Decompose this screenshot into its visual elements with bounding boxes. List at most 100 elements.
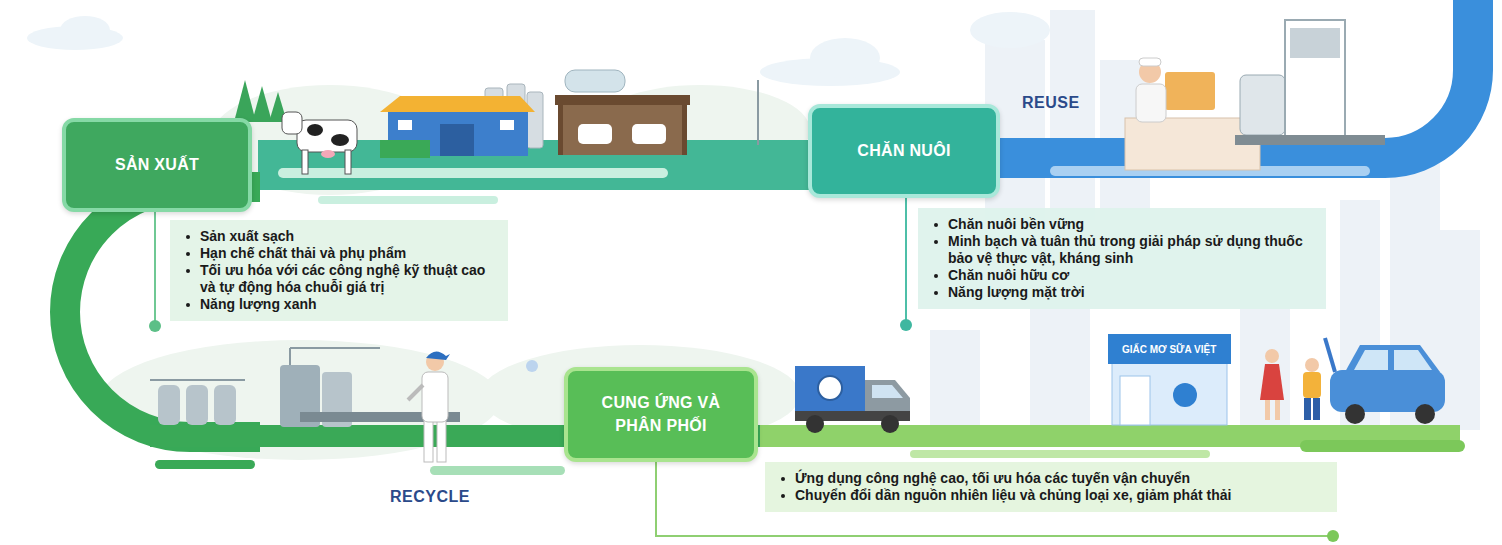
ground-band (155, 460, 255, 469)
bullet-text: Chăn nuôi bền vững (948, 216, 1084, 233)
bullet-text: Chuyển đổi dần nguồn nhiên liệu và chủng… (795, 487, 1231, 504)
cow (321, 150, 335, 158)
bullet-item: Năng lượng xanh (184, 296, 496, 313)
factory-worker (408, 385, 423, 400)
factory-machine (214, 385, 236, 425)
bullet-item: Năng lượng mặt trời (932, 284, 1314, 301)
shoppers (1260, 364, 1284, 400)
cow (297, 120, 357, 152)
factory-worker (424, 418, 433, 462)
tree (234, 80, 256, 122)
cow (282, 112, 357, 174)
blue-band (990, 0, 1473, 176)
factory-machine (186, 385, 208, 425)
machine (1240, 75, 1285, 135)
bullet-text: Hạn chế chất thải và phụ phẩm (200, 245, 406, 262)
city-skyline (930, 330, 980, 430)
barn (380, 96, 535, 158)
ground-band (910, 450, 1210, 458)
bullet-dot (934, 291, 938, 295)
machine (1290, 28, 1340, 58)
bullet-item: Sản xuất sạch (184, 228, 496, 245)
factory-worker (437, 418, 446, 462)
bullet-dot (186, 303, 190, 307)
bullet-text: Năng lượng mặt trời (948, 284, 1085, 301)
cow-shed (757, 80, 759, 145)
bullet-item: Tối ưu hóa với các công nghệ kỹ thuật ca… (184, 262, 496, 296)
car (1325, 338, 1335, 372)
leader-dot (900, 319, 912, 331)
factory-machine (289, 348, 291, 365)
car (1354, 350, 1388, 370)
leader-dot (149, 319, 1339, 542)
car (1415, 404, 1435, 424)
cow-shed (682, 105, 687, 155)
cow-shed (563, 105, 682, 155)
stage-box: SẢN XUẤT (62, 118, 252, 212)
shoppers (1313, 398, 1320, 420)
cow-shed (555, 70, 758, 155)
barn (500, 120, 514, 130)
bullet-item: Ứng dụng công nghệ cao, tối ưu hóa các t… (779, 470, 1325, 487)
bullet-panel: Sản xuất sạchHạn chế chất thải và phụ ph… (170, 220, 508, 321)
barn (380, 96, 535, 112)
leader-line (154, 212, 156, 326)
cow (282, 112, 302, 134)
truck (881, 415, 899, 433)
leader-line (155, 198, 1333, 536)
bullet-text: Minh bạch và tuân thủ trong giải pháp sử… (948, 233, 1314, 267)
tree (252, 86, 272, 122)
bullet-dot (781, 494, 785, 498)
city-skyline (1440, 230, 1480, 430)
factory-worker (408, 351, 538, 462)
stage-box: CHĂN NUÔI (808, 104, 1000, 198)
car (1394, 350, 1432, 370)
bullet-text: Chăn nuôi hữu cơ (948, 267, 1069, 284)
stage-title: CHĂN NUÔI (857, 140, 950, 162)
factory-machine (150, 348, 460, 427)
tree (234, 80, 287, 122)
machine (1285, 20, 1345, 140)
stage-title: CUNG ỨNG VÀ PHÂN PHỐI (580, 392, 742, 437)
truck (795, 366, 865, 411)
factory-machine (150, 379, 245, 381)
bullet-text: Sản xuất sạch (200, 228, 294, 245)
bullet-dot (781, 477, 785, 481)
cow-shed (565, 70, 625, 92)
truck (806, 415, 824, 433)
city-skyline (1030, 300, 1090, 430)
cow-shed (558, 105, 563, 155)
bullet-dot (934, 240, 938, 244)
leader-dot (149, 320, 161, 332)
truck (872, 385, 903, 398)
cow-shed (632, 124, 666, 144)
bullet-dot (934, 274, 938, 278)
barn (380, 140, 430, 158)
store-sign: GIẤC MƠ SỮA VIỆT (1116, 340, 1222, 359)
cycle-word: RECYCLE (390, 488, 470, 506)
cloud (970, 12, 1050, 48)
factory-machine (158, 385, 180, 425)
car (1325, 338, 1445, 424)
silo (527, 92, 543, 148)
bullet-dot (186, 235, 190, 239)
bullet-dot (186, 252, 190, 256)
bullet-text: Năng lượng xanh (200, 296, 317, 313)
bullet-dot (934, 223, 938, 227)
barn (398, 120, 412, 130)
top-band (278, 168, 668, 178)
milk-store (1108, 334, 1231, 364)
machine (1235, 135, 1385, 145)
barn (440, 124, 474, 156)
milk-store (1112, 358, 1227, 425)
bullet-text: Ứng dụng công nghệ cao, tối ưu hóa các t… (795, 470, 1190, 487)
shoppers (1304, 398, 1311, 420)
car (1345, 404, 1365, 424)
factory-machine (290, 347, 380, 349)
milk-store (1108, 334, 1231, 425)
office-worker (1165, 72, 1215, 110)
top-band (318, 196, 498, 204)
cloud (60, 16, 110, 44)
machine (1235, 20, 1385, 145)
